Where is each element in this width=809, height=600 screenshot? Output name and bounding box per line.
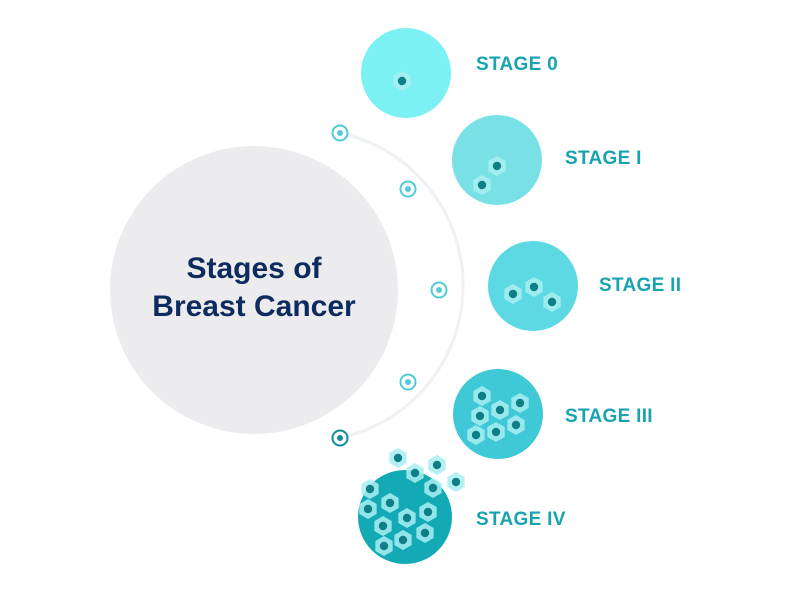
arc-node <box>399 180 417 198</box>
title-line-1: Stages of <box>186 252 322 285</box>
stage-0-circle <box>361 28 451 118</box>
arc-node <box>331 124 349 142</box>
stage-3-label: STAGE III <box>565 406 653 427</box>
arc-node <box>399 373 417 391</box>
title-line-2: Breast Cancer <box>152 290 356 323</box>
center-circle <box>110 146 398 434</box>
stage-2-label: STAGE II <box>599 275 682 296</box>
connector-arc <box>339 131 465 440</box>
arc-node <box>430 281 448 299</box>
stage-4-label: STAGE IV <box>476 509 566 530</box>
arc-node <box>331 429 349 447</box>
cell-icon <box>428 455 446 475</box>
stage-1-label: STAGE I <box>565 148 642 169</box>
diagram-title: Stages of Breast Cancer <box>110 250 398 326</box>
stage-0-label: STAGE 0 <box>476 54 558 75</box>
cell-icon <box>389 448 407 468</box>
cell-icon <box>447 472 465 492</box>
